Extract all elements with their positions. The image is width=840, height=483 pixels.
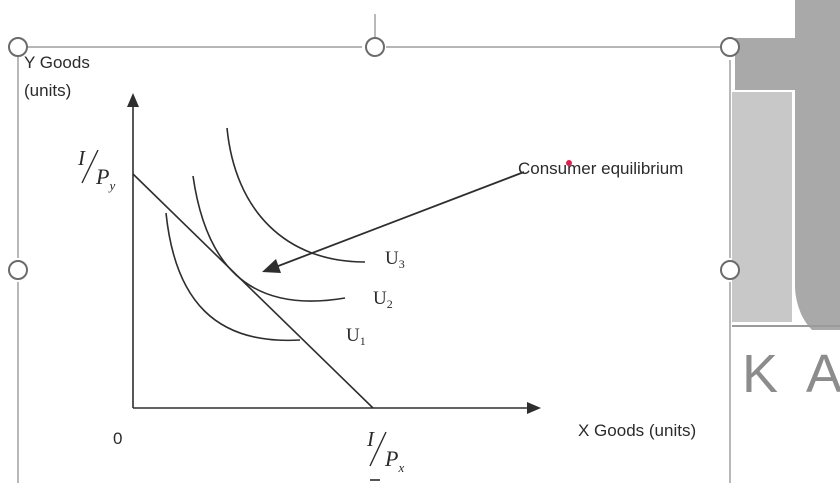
- svg-text:U3: U3: [385, 248, 405, 271]
- svg-text:U1: U1: [346, 325, 366, 348]
- indifference-curve-u3: [226, 127, 366, 263]
- svg-text:Px: Px: [384, 446, 404, 475]
- u2-label: U2: [373, 288, 393, 311]
- logo-left-block: [732, 92, 792, 322]
- y-axis-label: Y Goods: [24, 53, 90, 72]
- logo: K A: [732, 0, 840, 404]
- equilibrium-arrowhead: [262, 259, 281, 273]
- resize-handle-icon[interactable]: [8, 260, 28, 280]
- svg-text:Py: Py: [95, 164, 115, 193]
- y-axis-unit: (units): [24, 81, 71, 100]
- svg-text:U2: U2: [373, 288, 393, 311]
- budget-y-intercept-label: I Py: [77, 146, 115, 193]
- u3-label: U3: [385, 248, 405, 271]
- equilibrium-arrow: [272, 171, 525, 269]
- logo-letter-t: [735, 0, 840, 330]
- budget-x-intercept-label: I Px: [366, 427, 404, 475]
- indifference-curve-u2: [192, 175, 346, 302]
- x-axis-label: X Goods (units): [578, 421, 696, 440]
- x-axis-arrowhead: [527, 402, 541, 414]
- resize-handle-icon[interactable]: [720, 37, 740, 57]
- svg-text:I: I: [366, 427, 375, 451]
- budget-line: [132, 173, 374, 409]
- resize-handle-icon[interactable]: [365, 37, 385, 57]
- indifference-curve-u1: [165, 212, 301, 342]
- logo-wordmark: K A: [742, 344, 840, 404]
- origin-label: 0: [113, 429, 122, 448]
- svg-text:I: I: [77, 146, 86, 170]
- resize-handle-icon[interactable]: [720, 260, 740, 280]
- selection-frame[interactable]: [17, 14, 731, 483]
- annotation-dot: [566, 160, 572, 166]
- u1-label: U1: [346, 325, 366, 348]
- resize-handle-icon[interactable]: [8, 37, 28, 57]
- equilibrium-annotation: Consumer equilibrium: [518, 159, 683, 178]
- y-axis-arrowhead: [127, 93, 139, 107]
